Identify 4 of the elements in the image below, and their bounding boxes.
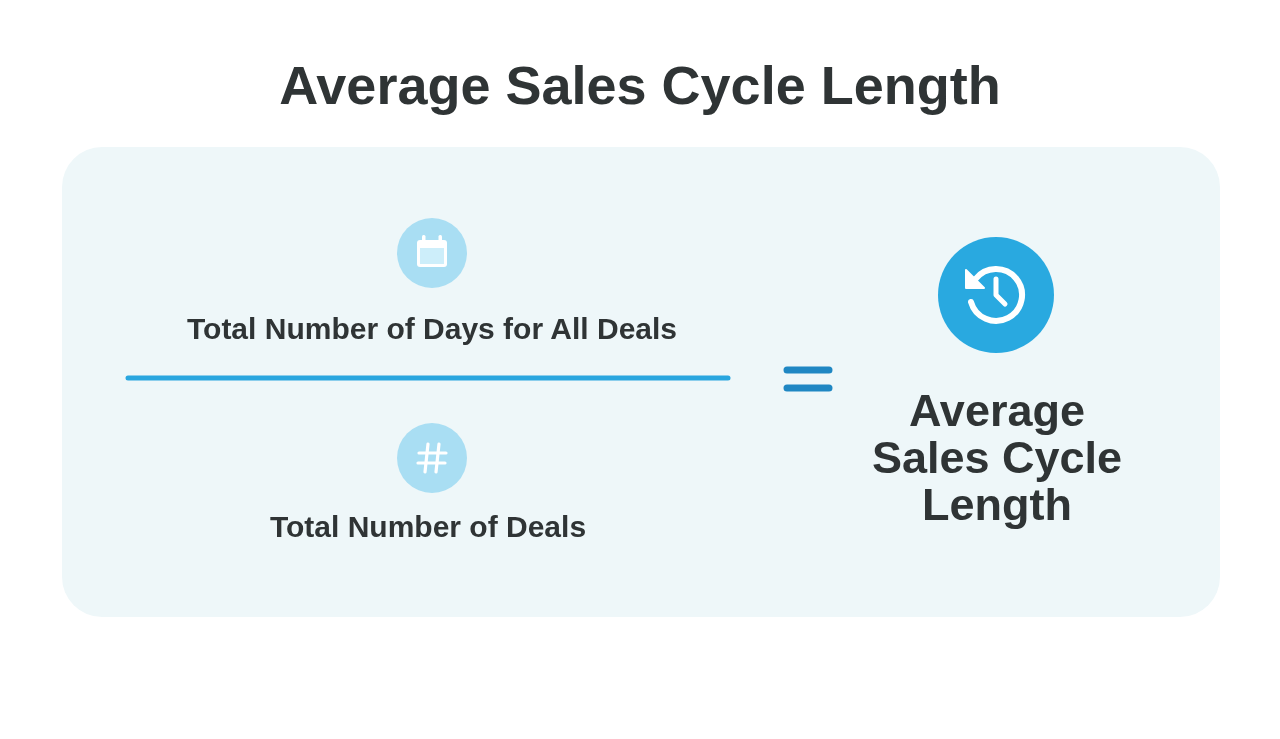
heading: Average Sales Cycle Length: [279, 54, 1001, 117]
numerator-text: Total Number of Days for All Deals: [186, 311, 678, 347]
result-text: Average Sales Cycle Length: [870, 386, 1124, 528]
denominator-text: Total Number of Deals: [269, 509, 587, 545]
